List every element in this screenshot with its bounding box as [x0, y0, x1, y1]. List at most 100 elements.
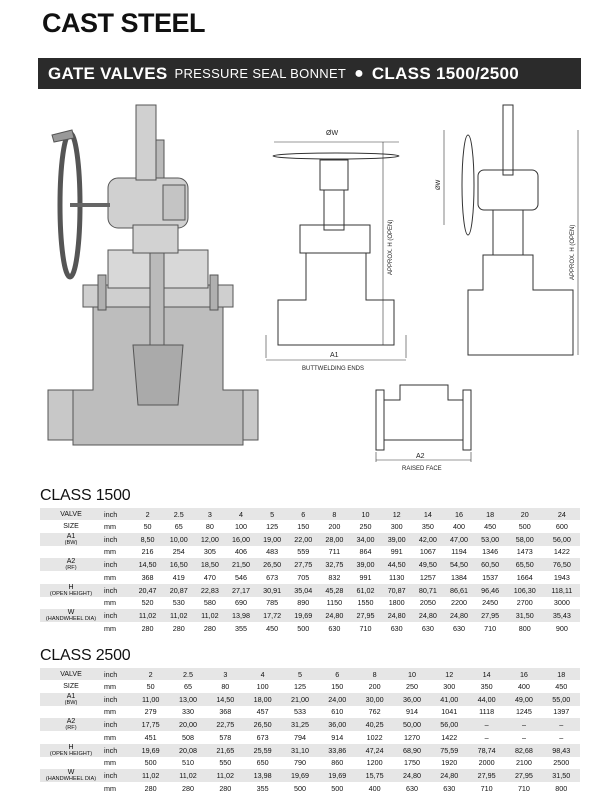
table-cell: 5	[281, 668, 319, 681]
table-cell: 1537	[482, 572, 499, 582]
table-cell: 470	[203, 572, 216, 582]
table-cell: 705	[297, 572, 310, 582]
table-cell: 630	[405, 783, 418, 793]
row-label-text: A1	[66, 532, 76, 540]
table-cell: 47,24	[355, 743, 394, 757]
table-cell: 2100	[515, 758, 532, 768]
table-cell: 673	[266, 572, 279, 582]
table-cell: 10	[393, 668, 431, 681]
table-cell: 33,86	[318, 743, 356, 757]
table-cell: 31,50	[505, 608, 544, 622]
product-banner: GATE VALVES PRESSURE SEAL BONNET ● CLASS…	[38, 58, 581, 89]
table-cell: 2.5	[169, 668, 207, 681]
row-sublabel: (OPEN HEIGHT)	[49, 750, 93, 757]
table-cell: 27,95	[349, 608, 382, 622]
table-cell: 19,69	[287, 608, 319, 622]
valve-cutaway-illustration	[47, 104, 259, 446]
table-cell: 19,69	[132, 743, 170, 757]
table-cell: 24,80	[318, 608, 350, 622]
table-cell: 10,00	[163, 532, 195, 546]
row-unit: mm	[104, 783, 116, 793]
row-unit: inch	[102, 532, 132, 546]
table-cell: 300	[443, 682, 456, 692]
table-cell: 520	[141, 598, 154, 608]
table-cell: 8	[355, 668, 394, 681]
table-cell: 4	[225, 508, 257, 521]
table-cell: 8	[318, 508, 350, 521]
table-cell: 1200	[366, 758, 383, 768]
table-cell: 200	[368, 682, 381, 692]
table-cell: 49,50	[412, 558, 444, 572]
table-cell: 500	[297, 623, 310, 633]
table-cell: 13,98	[225, 608, 257, 622]
table-cell: 650	[256, 758, 269, 768]
row-label: A1(BW)	[40, 532, 102, 546]
table-cell: 16	[505, 668, 543, 681]
row-label	[40, 782, 102, 794]
table-cell: 150	[297, 522, 310, 532]
table-cell: 24,80	[443, 608, 475, 622]
table-cell: 45,28	[318, 583, 350, 597]
table-cell: 1118	[479, 707, 495, 717]
dia-w-label-top: ØW	[326, 130, 338, 137]
table-cell: 900	[555, 623, 568, 633]
table-cell: 280	[181, 783, 194, 793]
table-cell: 450	[555, 682, 568, 692]
table-cell: 5	[256, 508, 288, 521]
table-cell: 39,00	[349, 558, 382, 572]
table-cell: 21,65	[206, 743, 244, 757]
table-cell: 75,59	[430, 743, 468, 757]
table-cell: 450	[266, 623, 279, 633]
table-cell: 11,02	[194, 608, 226, 622]
table-cell: 762	[368, 707, 381, 717]
table-cell: 12,00	[194, 532, 226, 546]
table-cell: 11,02	[163, 608, 195, 622]
row-unit: inch	[102, 558, 132, 572]
table-cell: 20	[505, 508, 544, 521]
row-unit: mm	[104, 598, 116, 608]
table-cell: 216	[141, 547, 154, 557]
table-cell: 2.5	[163, 508, 195, 521]
table-cell: 80,71	[412, 583, 444, 597]
table-cell: 832	[328, 572, 341, 582]
table-cell: 860	[331, 758, 344, 768]
row-label: VALVE	[40, 508, 102, 521]
table-cell: 368	[219, 707, 232, 717]
row-unit: mm	[104, 758, 116, 768]
table-cell: 20,08	[169, 743, 207, 757]
table-cell: 16	[443, 508, 475, 521]
table-cell: 280	[219, 783, 232, 793]
table-cell: 86,61	[443, 583, 475, 597]
table-cell: 70,87	[381, 583, 413, 597]
table-cell: 27,95	[467, 768, 506, 782]
table-cell: 22,83	[194, 583, 226, 597]
row-unit: inch	[102, 608, 132, 622]
table-cell: 1130	[388, 572, 405, 582]
table-cell: 673	[256, 732, 269, 742]
row-unit: inch	[102, 743, 132, 757]
table-cell: 36,00	[318, 718, 356, 732]
row-sublabel: (BW)	[64, 699, 78, 706]
table-cell: 1550	[357, 598, 374, 608]
table-cell: 305	[203, 547, 216, 557]
table-cell: 530	[172, 598, 185, 608]
table-cell: 12	[381, 508, 413, 521]
row-unit: mm	[104, 707, 116, 717]
table-cell: 500	[331, 783, 344, 793]
table-cell: 457	[256, 707, 269, 717]
row-label: SIZE	[40, 520, 102, 532]
table-cell: 24,80	[412, 608, 444, 622]
table-cell: 13,98	[243, 768, 282, 782]
row-label: SIZE	[40, 680, 102, 692]
table-cell: 200	[328, 522, 341, 532]
row-unit: inch	[102, 692, 132, 706]
table-cell: 4	[243, 668, 282, 681]
table-cell: 12	[430, 668, 468, 681]
